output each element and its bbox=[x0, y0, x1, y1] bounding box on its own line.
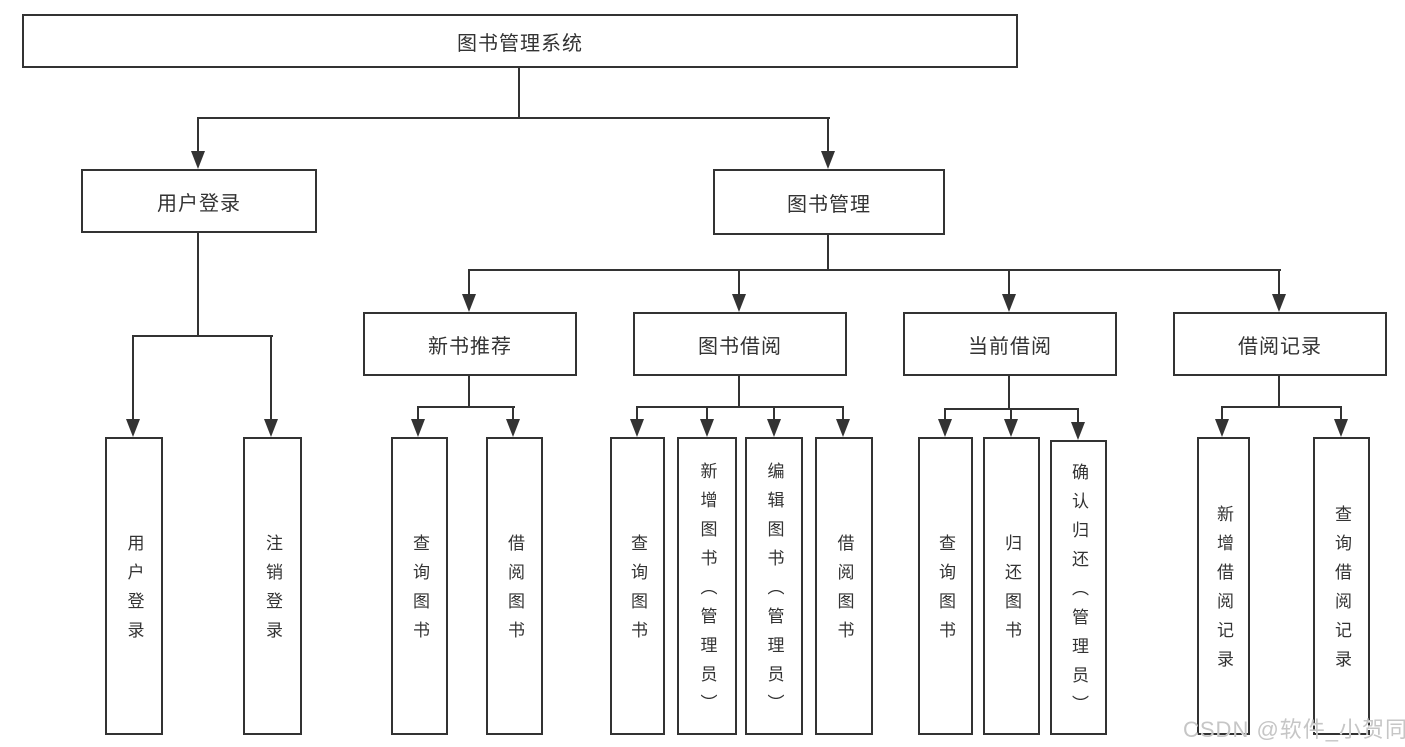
arrow-line-add-book-admin bbox=[706, 406, 708, 420]
arrow-line-add-borrow-record bbox=[1221, 406, 1223, 420]
book-borrow-stem-line bbox=[738, 376, 740, 408]
arrowhead-borrow-records bbox=[1272, 294, 1286, 312]
arrow-line-leaf-logout bbox=[270, 335, 272, 421]
node-current-borrow: 当前借阅 bbox=[903, 312, 1117, 376]
user-login-stem-line bbox=[197, 233, 199, 337]
leaf-logout: 注销登录 bbox=[243, 437, 302, 735]
leaf-query-books-borrow: 查询图书 bbox=[610, 437, 665, 735]
leaf-query-books-recommend-label: 查询图书 bbox=[410, 534, 429, 650]
arrowhead-add-book-admin bbox=[700, 419, 714, 437]
leaf-query-borrow-record: 查询借阅记录 bbox=[1313, 437, 1370, 735]
leaf-borrow-books: 借阅图书 bbox=[815, 437, 873, 735]
leaf-query-books-recommend: 查询图书 bbox=[391, 437, 448, 735]
leaf-confirm-return-admin: 确认归还（管理员） bbox=[1050, 440, 1107, 735]
book-borrow-connector-line bbox=[636, 406, 844, 408]
arrow-line-edit-book-admin bbox=[773, 406, 775, 420]
leaf-query-books-borrow-label: 查询图书 bbox=[628, 534, 647, 650]
node-book-management: 图书管理 bbox=[713, 169, 945, 235]
arrowhead-current-borrow bbox=[1002, 294, 1016, 312]
arrowhead-borrow-books-recommend bbox=[506, 419, 520, 437]
user-login-connector-line bbox=[133, 335, 273, 337]
arrow-line-new-book-recommend bbox=[468, 269, 470, 296]
arrow-line-borrow-records bbox=[1278, 269, 1280, 296]
leaf-add-borrow-record: 新增借阅记录 bbox=[1197, 437, 1250, 735]
arrow-line-query-books-recommend bbox=[417, 406, 419, 420]
arrowhead-confirm-return-admin bbox=[1071, 422, 1085, 440]
leaf-borrow-books-label: 借阅图书 bbox=[834, 534, 854, 650]
new-book-recommend-stem-line bbox=[468, 376, 470, 408]
arrow-line-query-books-borrow bbox=[636, 406, 638, 420]
arrowhead-new-book-recommend bbox=[462, 294, 476, 312]
arrow-line-borrow-books-recommend bbox=[512, 406, 514, 420]
arrowhead-edit-book-admin bbox=[767, 419, 781, 437]
arrow-line-query-borrow-record bbox=[1340, 406, 1342, 420]
level2-connector-line bbox=[198, 117, 830, 119]
arrowhead-leaf-logout bbox=[264, 419, 278, 437]
arrow-line-borrow-books bbox=[842, 406, 844, 420]
arrowhead-book-management bbox=[821, 151, 835, 169]
arrow-line-query-books-current bbox=[944, 408, 946, 420]
node-new-book-recommend: 新书推荐 bbox=[363, 312, 577, 376]
leaf-user-login-label: 用户登录 bbox=[124, 534, 144, 650]
node-book-borrow: 图书借阅 bbox=[633, 312, 847, 376]
arrowhead-add-borrow-record bbox=[1215, 419, 1229, 437]
node-borrow-records: 借阅记录 bbox=[1173, 312, 1387, 376]
leaf-add-book-admin-label: 新增图书（管理员） bbox=[697, 461, 717, 723]
arrowhead-query-borrow-record bbox=[1334, 419, 1348, 437]
leaf-logout-label: 注销登录 bbox=[263, 534, 282, 650]
leaf-user-login: 用户登录 bbox=[105, 437, 163, 735]
leaf-edit-book-admin: 编辑图书（管理员） bbox=[745, 437, 803, 735]
arrow-line-return-book bbox=[1010, 408, 1012, 420]
watermark-text: CSDN @软件_小贺同学 bbox=[1183, 717, 1405, 742]
leaf-query-books-current: 查询图书 bbox=[918, 437, 973, 735]
leaf-add-borrow-record-label: 新增借阅记录 bbox=[1214, 505, 1233, 679]
node-user-login: 用户登录 bbox=[81, 169, 317, 233]
arrowhead-query-books-borrow bbox=[630, 419, 644, 437]
arrowhead-borrow-books bbox=[836, 419, 850, 437]
arrowhead-query-books-current bbox=[938, 419, 952, 437]
level3-connector-line bbox=[469, 269, 1281, 271]
book-management-stem-line bbox=[827, 235, 829, 271]
leaf-borrow-books-recommend-label: 借阅图书 bbox=[505, 534, 524, 650]
root-stem-line bbox=[518, 68, 520, 118]
arrowhead-leaf-user-login bbox=[126, 419, 140, 437]
leaf-query-borrow-record-label: 查询借阅记录 bbox=[1332, 505, 1351, 679]
current-borrow-stem-line bbox=[1008, 376, 1010, 410]
arrow-line-book-borrow bbox=[738, 269, 740, 296]
borrow-records-stem-line bbox=[1278, 376, 1280, 408]
leaf-borrow-books-recommend: 借阅图书 bbox=[486, 437, 543, 735]
leaf-edit-book-admin-label: 编辑图书（管理员） bbox=[764, 461, 784, 723]
arrow-line-book-management bbox=[827, 117, 829, 153]
arrowhead-query-books-recommend bbox=[411, 419, 425, 437]
leaf-add-book-admin: 新增图书（管理员） bbox=[677, 437, 737, 735]
arrow-line-leaf-user-login bbox=[132, 335, 134, 421]
leaf-return-book: 归还图书 bbox=[983, 437, 1040, 735]
borrow-records-connector-line bbox=[1221, 406, 1342, 408]
arrow-line-confirm-return-admin bbox=[1077, 408, 1079, 422]
node-root: 图书管理系统 bbox=[22, 14, 1018, 68]
leaf-query-books-current-label: 查询图书 bbox=[936, 534, 955, 650]
arrowhead-book-borrow bbox=[732, 294, 746, 312]
arrow-line-user-login bbox=[197, 117, 199, 153]
leaf-confirm-return-admin-label: 确认归还（管理员） bbox=[1069, 463, 1088, 724]
arrowhead-user-login bbox=[191, 151, 205, 169]
new-book-recommend-connector-line bbox=[418, 406, 515, 408]
leaf-return-book-label: 归还图书 bbox=[1002, 534, 1021, 650]
arrowhead-return-book bbox=[1004, 419, 1018, 437]
arrow-line-current-borrow bbox=[1008, 269, 1010, 296]
